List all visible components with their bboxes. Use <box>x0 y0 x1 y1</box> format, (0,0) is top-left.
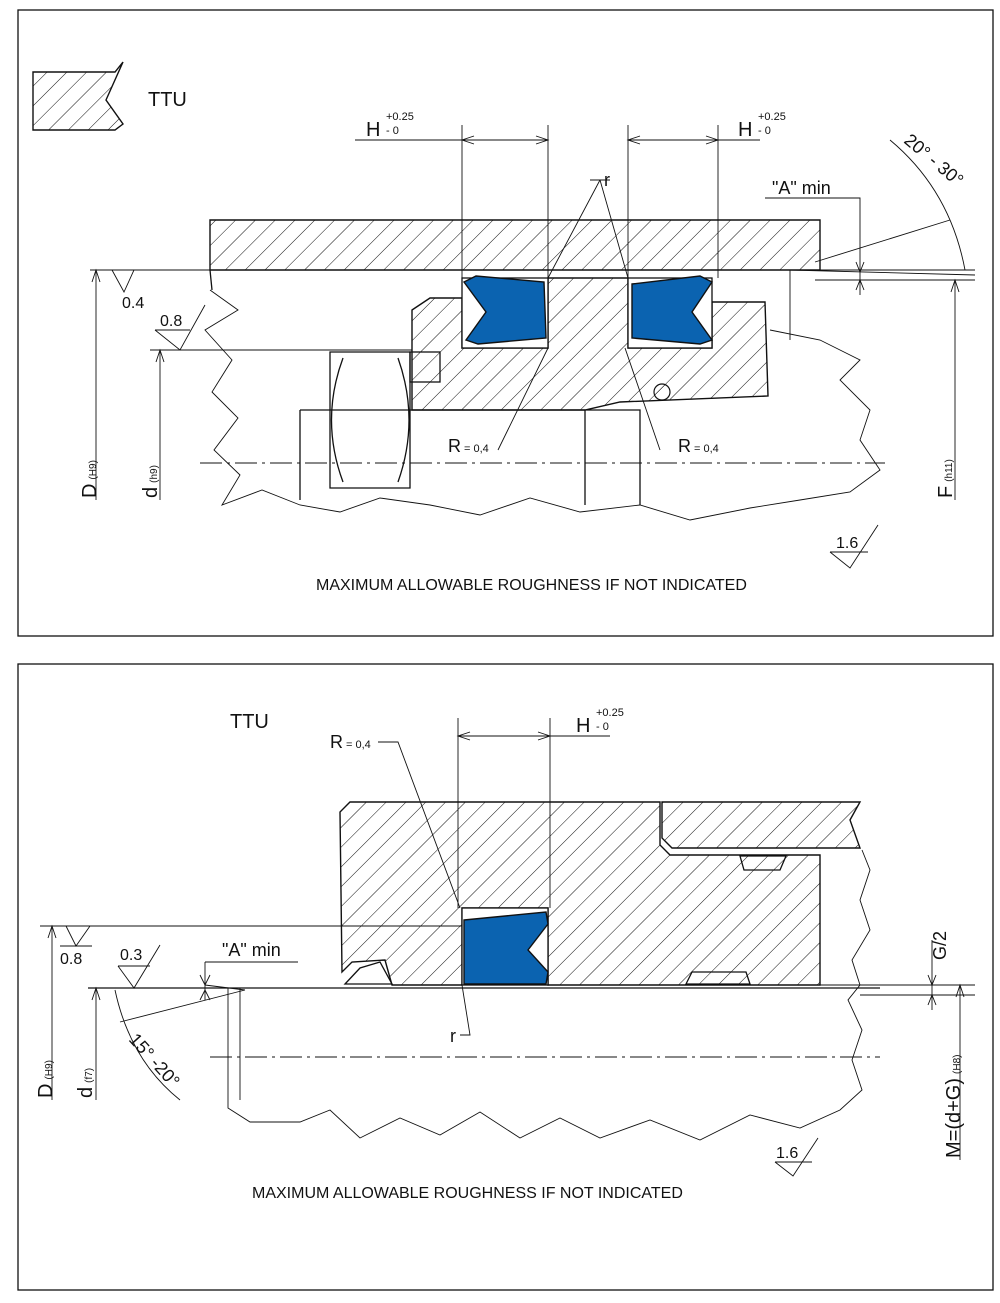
top-dim-H-right-upper: +0.25 <box>758 111 786 123</box>
top-roughness-D: 0.4 <box>122 295 144 312</box>
bottom-seal <box>463 911 549 985</box>
top-dia-D: D(H9) <box>79 460 101 498</box>
bottom-panel-frame <box>17 663 994 1291</box>
top-dim-H-right: H <box>738 119 752 141</box>
top-label-A-min: "A" min <box>772 178 831 198</box>
top-rod <box>299 409 641 505</box>
top-angle-arc <box>889 139 966 271</box>
bottom-profile-label: TTU <box>230 711 269 733</box>
bottom-radius: R= 0,4 <box>330 732 371 752</box>
top-seal-left <box>462 275 547 345</box>
bottom-wiper-lip <box>343 961 394 985</box>
seal-profile-icon <box>32 61 124 131</box>
bottom-dia-M: M=(d+G)(H8) <box>943 1055 965 1158</box>
bottom-label-G2: G/2 <box>930 931 950 960</box>
top-note: MAXIMUM ALLOWABLE ROUGHNESS IF NOT INDIC… <box>316 577 747 594</box>
bottom-dia-D: D(H9) <box>35 1060 57 1098</box>
top-label-r: r <box>604 170 610 190</box>
bottom-wear-ring <box>684 971 751 985</box>
bottom-cover-notch <box>739 855 787 871</box>
top-dim-H-left-upper: +0.25 <box>386 111 414 123</box>
top-r-leaders <box>547 179 629 279</box>
top-roughness-default-symbol <box>829 524 879 569</box>
bottom-cover <box>661 801 862 849</box>
top-panel: TTU D(H9) d(h9) <box>17 9 994 637</box>
bottom-roughness-default: 1.6 <box>776 1145 798 1162</box>
bottom-panel: TTU D(H9) d(f7) M=(d+G)( <box>17 663 994 1291</box>
top-panel-frame <box>17 9 994 637</box>
bottom-label-r: r <box>450 1026 456 1046</box>
top-dia-F: F(h11) <box>935 459 957 498</box>
top-dia-d: d(h9) <box>140 465 162 498</box>
top-roughness-d-symbol <box>154 304 206 351</box>
bottom-dim-H-lower: - 0 <box>596 721 609 733</box>
top-nut <box>329 351 411 489</box>
top-housing-break <box>209 269 213 291</box>
bottom-roughness-d: 0.3 <box>120 947 142 964</box>
top-oring <box>653 383 671 401</box>
bottom-roughness-default-symbol <box>774 1137 819 1177</box>
top-roughness-default: 1.6 <box>836 535 858 552</box>
bottom-dia-d: d(f7) <box>75 1068 97 1098</box>
bottom-roughness-D-symbol <box>60 925 92 947</box>
top-radius-right: R= 0,4 <box>678 436 719 456</box>
top-dim-H-left-lower: - 0 <box>386 125 399 137</box>
top-housing <box>209 219 821 271</box>
top-radius-left: R= 0,4 <box>448 436 489 456</box>
bottom-break-outline <box>227 849 871 1141</box>
bottom-angle: 15° -20° <box>125 1029 184 1091</box>
bottom-roughness-D: 0.8 <box>60 951 82 968</box>
bottom-roughness-d-symbol <box>117 944 161 989</box>
top-dim-H-right-lower: - 0 <box>758 125 771 137</box>
bottom-dim-H: H <box>576 715 590 737</box>
bottom-label-A-min: "A" min <box>222 940 281 960</box>
bottom-note: MAXIMUM ALLOWABLE ROUGHNESS IF NOT INDIC… <box>252 1185 683 1202</box>
top-seal-right <box>631 275 714 345</box>
bottom-dim-H-upper: +0.25 <box>596 707 624 719</box>
top-profile-label: TTU <box>148 89 187 111</box>
top-roughness-D-symbol <box>111 269 150 294</box>
top-break-outline <box>204 289 881 521</box>
bottom-angle-arc <box>114 989 181 1101</box>
top-angle: 20° - 30° <box>900 130 967 191</box>
top-dim-H-left: H <box>366 119 380 141</box>
top-roughness-d: 0.8 <box>160 313 182 330</box>
